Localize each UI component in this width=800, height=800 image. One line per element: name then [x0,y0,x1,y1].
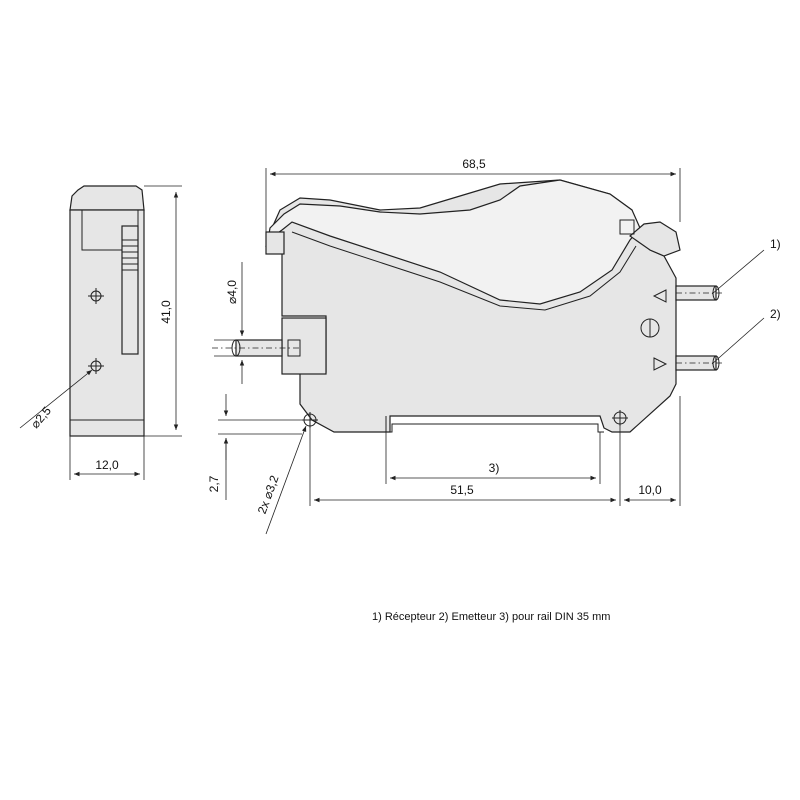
legend-text: 1) Récepteur 2) Emetteur 3) pour rail DI… [372,611,610,623]
front-view-cover [267,179,641,305]
dim-width-label: 12,0 [95,458,119,472]
front-view-port-block [281,317,327,375]
callout-receiver-label: 1) [770,237,781,251]
dim-end-offset-label: 10,0 [638,483,662,497]
dim-hole-side-label: ⌀2,5 [28,404,54,432]
dim-rail-offset-label: 2,7 [207,475,221,492]
emitter-arrow-icon [653,357,668,371]
side-view-lever [121,225,139,355]
front-view [212,179,722,433]
front-view-hinge [629,221,681,257]
dim-hole-spacing-label: 51,5 [450,483,474,497]
side-view-cap [69,185,145,211]
receiver-arrow-icon [652,289,667,303]
callout-rail-label: 3) [489,461,500,475]
dim-fiber-diameter-label: ⌀4,0 [225,280,239,304]
callout-emitter-label: 2) [770,307,781,321]
dim-overall-length-label: 68,5 [462,157,486,171]
side-view [19,185,145,437]
front-view-lip [265,231,285,255]
dim-mount-holes-label: 2x ⌀3,2 [255,473,282,516]
dim-height-label: 41,0 [159,300,173,324]
